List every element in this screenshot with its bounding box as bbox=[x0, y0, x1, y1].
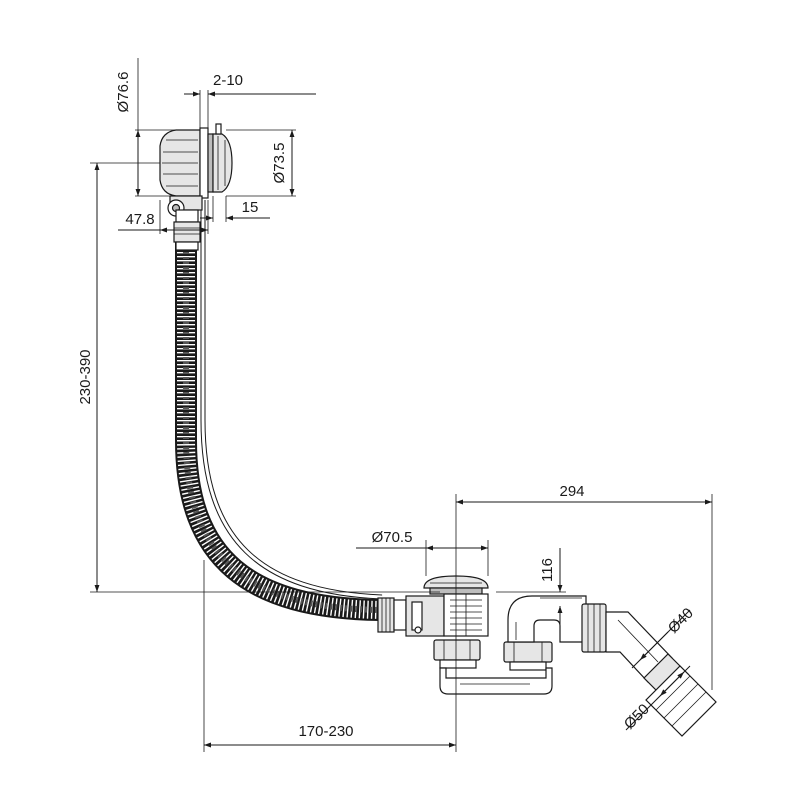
label-horizontal-length: 170-230 bbox=[298, 723, 353, 740]
label-overflow-diameter: Ø76.6 bbox=[115, 72, 132, 113]
waste-assembly bbox=[377, 575, 717, 737]
label-cover-diameter: Ø73.5 bbox=[271, 143, 288, 184]
label-offset-47-8: 47.8 bbox=[125, 211, 154, 228]
bowden-cable bbox=[200, 200, 383, 600]
label-pipe-diameter-40: Ø40 bbox=[665, 605, 697, 637]
label-pipe-diameter-50: Ø50 bbox=[621, 701, 653, 733]
label-waste-diameter: Ø70.5 bbox=[372, 529, 413, 546]
extension-lines bbox=[90, 58, 713, 752]
dimension-lines bbox=[94, 91, 712, 748]
overflow-head-assembly bbox=[159, 123, 233, 251]
label-offset-15: 15 bbox=[242, 199, 259, 216]
flexible-overflow-hose bbox=[175, 232, 381, 621]
label-vertical-length: 230-390 bbox=[77, 349, 94, 404]
label-overall-width: 294 bbox=[559, 483, 584, 500]
label-height-116: 116 bbox=[539, 558, 556, 582]
label-wall-thickness: 2-10 bbox=[213, 72, 243, 89]
